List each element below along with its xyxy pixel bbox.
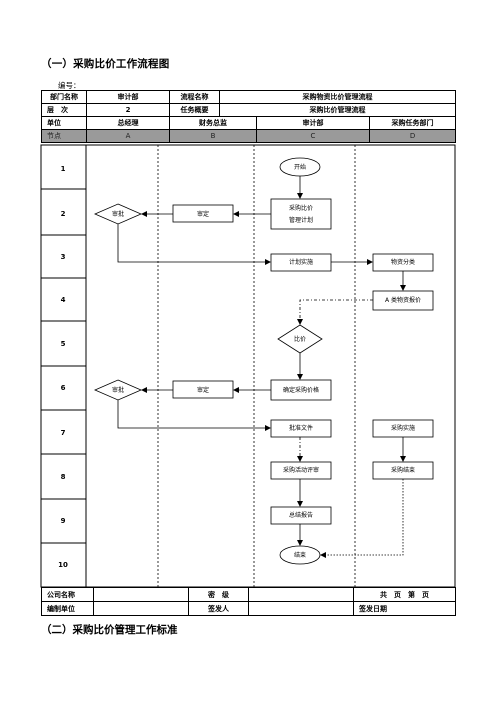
approval-doc-label: 批准文件 (289, 424, 313, 432)
node-number-6: 6 (61, 384, 66, 392)
compiler-value (93, 601, 189, 616)
approval-doc-box (270, 419, 332, 438)
node-number-7: 7 (61, 429, 66, 437)
purchase-plan-label-1: 采购比价 (289, 204, 313, 212)
review-label-2: 审定 (197, 386, 209, 394)
company-value (93, 587, 189, 602)
lane-separators (157, 145, 356, 587)
class-a-quote-label: A 类物资报价 (385, 296, 421, 304)
secret-value (248, 587, 354, 602)
page-title: （一）采购比价工作流程图 (41, 58, 170, 70)
activity-review-label: 采购活动评审 (283, 466, 319, 474)
node-label: 节点 (41, 129, 87, 143)
purchase-plan-box (270, 198, 332, 230)
material-classification-label: 物资分类 (391, 258, 415, 266)
node-number-8: 8 (61, 473, 66, 481)
end-label: 结束 (294, 551, 306, 559)
activity-review-box (270, 461, 332, 480)
issue-date-label: 签发日期 (353, 601, 456, 616)
process-header-table: 部门名称 审计部 流程名称 采购物资比价管理流程 层 次 2 任务概要 采购比价… (41, 90, 457, 143)
purchase-plan-label-2: 管理计划 (289, 216, 313, 224)
column-b: B (169, 129, 257, 143)
pages-label: 共 页 第 页 (353, 587, 456, 602)
node-number-10: 10 (58, 561, 68, 569)
node-number-9: 9 (61, 517, 66, 525)
class-a-quote-box (372, 290, 434, 311)
node-number-1: 1 (61, 165, 66, 173)
secret-label: 密 级 (188, 587, 249, 602)
column-a: A (86, 129, 170, 143)
company-label: 公司名称 (41, 587, 94, 602)
confirm-price-label: 确定采购价格 (283, 386, 319, 394)
approve-label-2: 审批 (112, 386, 124, 394)
issuer-label: 签发人 (188, 601, 249, 616)
compiler-label: 编制单位 (41, 601, 94, 616)
compare-label: 比价 (294, 335, 306, 343)
summary-report-label: 总结报告 (289, 511, 313, 519)
node-number-5: 5 (61, 340, 66, 348)
column-d: D (368, 129, 457, 143)
document-number-label: 编号： (58, 81, 81, 90)
procurement-execution-label: 采购实施 (391, 424, 415, 432)
review-label-1: 审定 (197, 210, 209, 218)
node-number-2: 2 (61, 210, 66, 218)
section-title-standard: （二）采购比价管理工作标准 (41, 624, 178, 636)
procurement-end-label: 采购结束 (391, 466, 415, 474)
node-number-3: 3 (61, 253, 66, 261)
start-label: 开始 (294, 163, 306, 171)
approve-label-1: 审批 (112, 210, 124, 218)
node-row-lines (41, 188, 86, 544)
summary-report-box (270, 506, 332, 525)
footer-table: 公司名称 密 级 共 页 第 页 编制单位 签发人 签发日期 (41, 587, 456, 616)
issuer-value (248, 601, 354, 616)
plan-execution-box (270, 253, 332, 272)
column-c: C (256, 129, 370, 143)
plan-execution-label: 计划实施 (289, 258, 313, 266)
node-number-4: 4 (61, 296, 66, 304)
